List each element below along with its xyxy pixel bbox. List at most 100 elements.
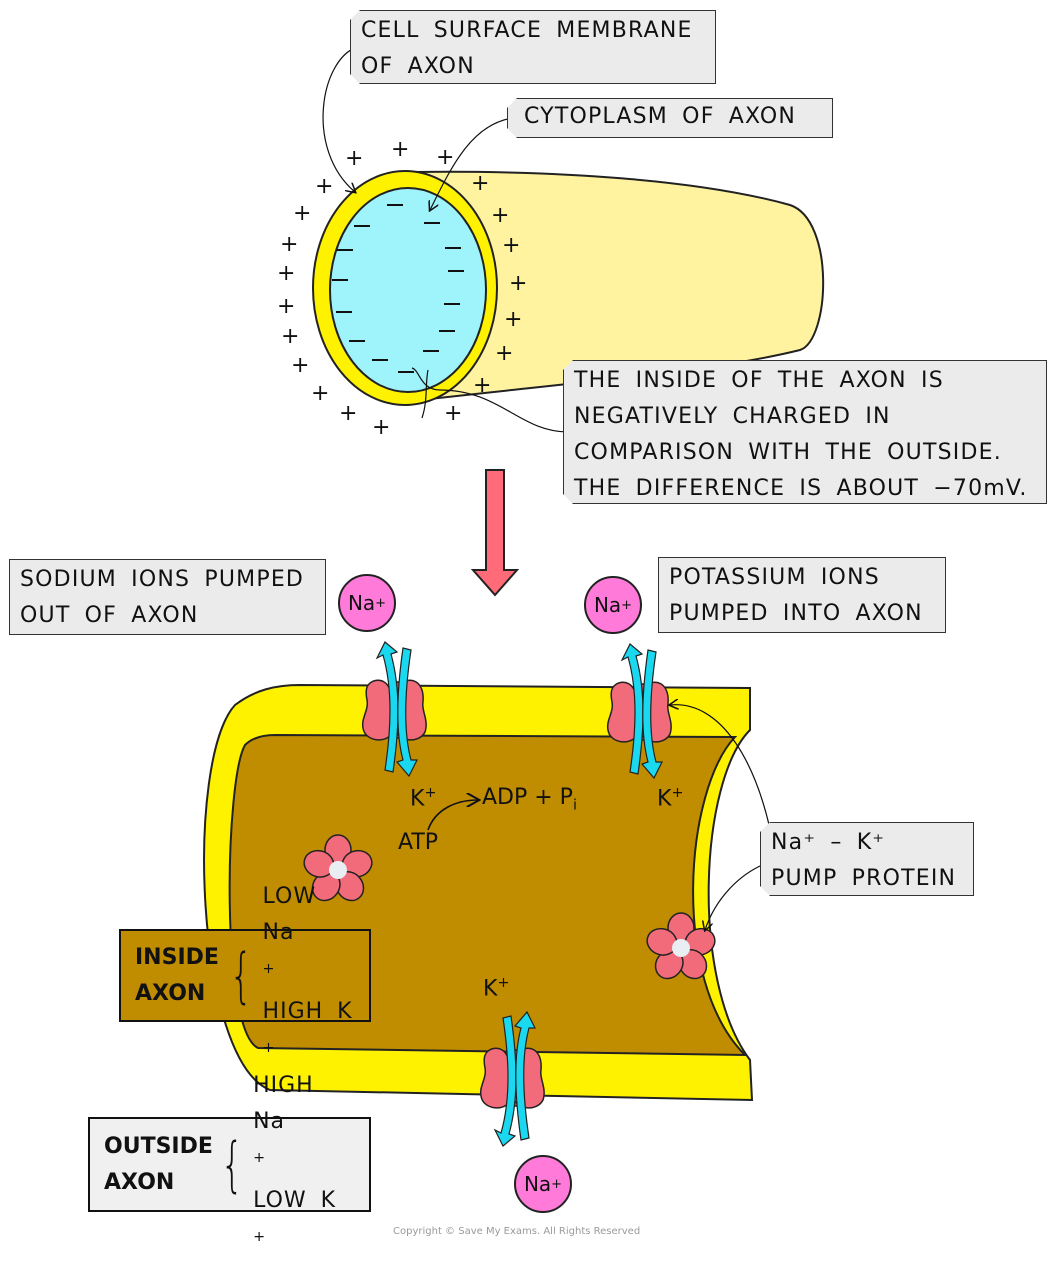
process-arrow (470, 469, 520, 597)
positive-charge: + (372, 415, 390, 440)
label-pump-protein: Na⁺ – K⁺ PUMP PROTEIN (760, 822, 974, 896)
positive-charge: + (339, 401, 357, 426)
ion-symbol: K (657, 786, 672, 812)
ion-symbol: K (410, 786, 425, 812)
positive-charge: + (281, 324, 299, 349)
negative-charges (332, 204, 464, 373)
potassium-flow-arrow (395, 647, 418, 778)
label-inside-negative: THE INSIDE OF THE AXON IS NEGATIVELY CHA… (563, 360, 1047, 504)
leader-membrane (322, 46, 358, 192)
heading-line: OUTSIDE (104, 1133, 213, 1159)
label-line: CYTOPLASM OF AXON (524, 104, 797, 129)
positive-charge: + (491, 203, 509, 228)
ion-charge: + (375, 595, 387, 611)
level-text: HIGH Na (253, 1073, 314, 1135)
leader-cytoplasm (430, 117, 513, 210)
positive-charge: + (473, 373, 491, 398)
potassium-flow-arrow (513, 1010, 536, 1141)
positive-charge: + (345, 146, 363, 171)
label-cytoplasm: CYTOPLASM OF AXON (507, 98, 833, 138)
label-line: Na⁺ – K⁺ (771, 830, 886, 855)
positive-charge: + (391, 137, 409, 162)
leader-inside (411, 367, 569, 433)
brace: { (220, 1129, 244, 1200)
inside-potassium-level: HIGH K + (263, 994, 355, 1072)
positive-charge: + (504, 307, 522, 332)
positive-charge: + (280, 232, 298, 257)
positive-charge: + (291, 353, 309, 378)
heading-line: AXON (135, 980, 206, 1006)
ion-charge: + (253, 1228, 267, 1245)
sodium-flow-arrow (375, 641, 399, 773)
ion-charge: + (671, 785, 684, 801)
inside-sodium-level: LOW Na + (263, 879, 355, 993)
level-text: HIGH K (262, 998, 353, 1024)
positive-charge: + (277, 261, 295, 286)
products-subscript: i (572, 797, 577, 814)
label-line: OUT OF AXON (20, 603, 199, 628)
inside-axon-heading: INSIDE AXON (135, 940, 222, 1012)
brace: { (229, 940, 253, 1011)
positive-charge: + (509, 271, 527, 296)
potassium-label-bottom: K+ (483, 975, 509, 1001)
axon-cross-section (312, 170, 825, 406)
outside-sodium-level: HIGH Na + (253, 1068, 355, 1182)
outside-potassium-level: LOW K + (253, 1183, 355, 1261)
label-line: OF AXON (361, 54, 475, 79)
label-line: PUMP PROTEIN (771, 866, 957, 891)
reaction-products: ADP + Pi (482, 785, 577, 813)
ion-symbol: K (483, 976, 498, 1002)
pump-protein-top-left (361, 641, 427, 778)
label-line: PUMPED INTO AXON (669, 601, 923, 626)
label-line: SODIUM IONS PUMPED (20, 567, 305, 592)
label-line: COMPARISON WITH THE OUTSIDE. (574, 440, 1002, 465)
ion-symbol: Na (347, 591, 376, 615)
pump-pore (672, 939, 690, 957)
sodium-ion-top-right: Na+ (584, 576, 642, 634)
label-cell-surface-membrane: CELL SURFACE MEMBRANE OF AXON (350, 10, 716, 84)
potassium-label-left: K+ (410, 785, 436, 811)
positive-charge: + (293, 201, 311, 226)
label-line: THE INSIDE OF THE AXON IS (574, 368, 944, 393)
products-text: ADP + P (482, 785, 573, 810)
positive-charge: + (495, 341, 513, 366)
positive-charge: + (444, 401, 462, 426)
label-line: POTASSIUM IONS (669, 565, 880, 590)
label-line: CELL SURFACE MEMBRANE (361, 18, 693, 43)
level-text: LOW Na (262, 884, 317, 946)
potassium-flow-arrow (640, 649, 663, 780)
potassium-label-right: K+ (657, 785, 683, 811)
positive-charge: + (311, 381, 329, 406)
ion-charge: + (253, 1150, 267, 1167)
ion-charge: + (262, 961, 276, 978)
ion-charge: + (262, 1039, 276, 1056)
heading-line: AXON (104, 1169, 175, 1195)
ion-symbol: Na (593, 593, 622, 617)
label-line: NEGATIVELY CHARGED IN (574, 404, 891, 429)
sodium-flow-arrow (493, 1015, 517, 1147)
positive-charge: + (502, 233, 520, 258)
positive-charge: + (436, 145, 454, 170)
sodium-ion-bottom: Na+ (514, 1155, 572, 1213)
pump-protein-top-view-left (303, 834, 373, 902)
reaction-reactant: ATP (398, 830, 439, 855)
pump-protein-top-view-right (646, 912, 716, 980)
pump-protein-bottom (479, 1010, 545, 1147)
outside-axon-heading: OUTSIDE AXON (104, 1129, 213, 1201)
positive-charges: +++++++++++++++++++++ (277, 137, 527, 440)
positive-charge: + (471, 171, 489, 196)
level-text: LOW K (253, 1187, 337, 1213)
outside-axon-concentration: OUTSIDE AXON { HIGH Na + LOW K + (88, 1073, 371, 1245)
ion-charge: + (621, 597, 633, 613)
ion-charge: + (497, 975, 510, 991)
pump-pore (329, 861, 347, 879)
ion-symbol: Na (523, 1172, 552, 1196)
copyright: Copyright © Save My Exams. All Rights Re… (393, 1226, 641, 1237)
positive-charge: + (277, 294, 295, 319)
label-line: THE DIFFERENCE IS ABOUT −70mV. (574, 476, 1028, 501)
positive-charge: + (315, 174, 333, 199)
inside-axon-concentration: INSIDE AXON { LOW Na + HIGH K + (119, 884, 371, 1056)
label-sodium-out: SODIUM IONS PUMPED OUT OF AXON (9, 559, 326, 635)
sodium-ion-top-left: Na+ (338, 574, 396, 632)
cytoplasm (329, 187, 487, 393)
